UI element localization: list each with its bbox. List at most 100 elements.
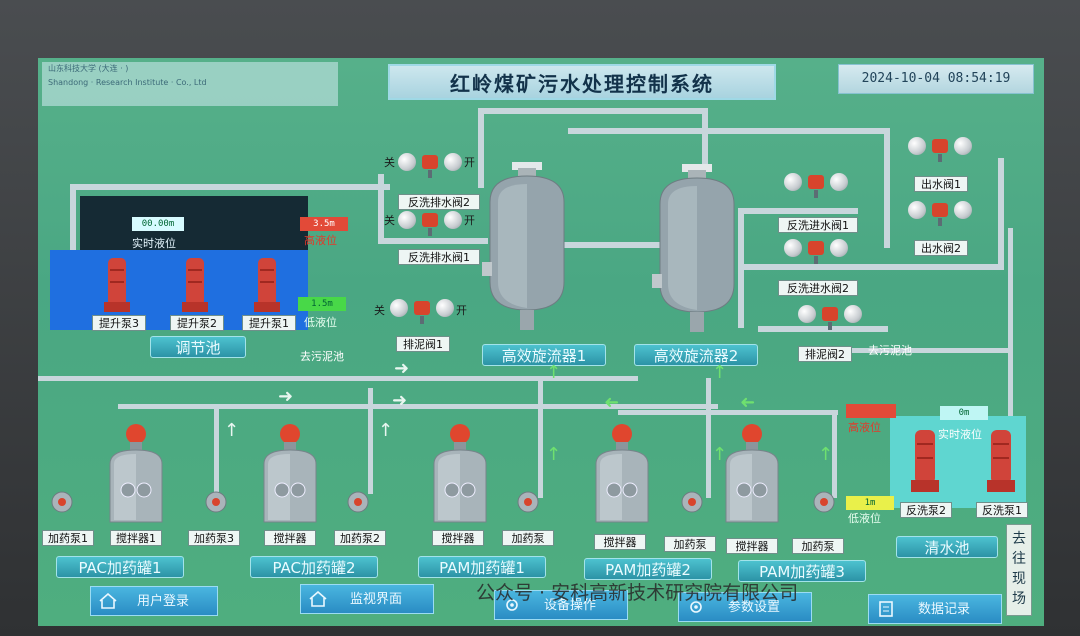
- page-title: 红岭煤矿污水处理控制系统: [388, 64, 776, 100]
- clear-pool-low-label: 低液位: [848, 512, 881, 525]
- monitor-view-button[interactable]: 监视界面: [300, 584, 434, 614]
- outlet-valve-2[interactable]: [908, 200, 972, 226]
- home-icon: [99, 593, 117, 609]
- flow-right-arrow-1: ➜: [394, 358, 410, 379]
- lift-pump-3-icon[interactable]: [100, 258, 134, 314]
- flow-up-arrow-6: ↑: [546, 362, 562, 383]
- gear-icon: [506, 599, 518, 611]
- flow-left-arrow-1: ➜: [604, 392, 620, 413]
- user-login-button[interactable]: 用户登录: [90, 586, 218, 616]
- pool-level-label: 实时液位: [132, 237, 176, 250]
- pam-tank-2-caption: PAM加药罐2: [584, 558, 712, 580]
- pam2-mixer-label: 搅拌器: [594, 534, 646, 550]
- clear-pool-level-label: 实时液位: [938, 428, 982, 441]
- outlet-valve-1-label: 出水阀1: [914, 176, 968, 192]
- pam-tank-3-icon: [725, 424, 779, 523]
- backwash-inlet-valve-1[interactable]: [784, 172, 848, 198]
- backwash-drain-valve-1-label: 反洗排水阀1: [398, 249, 480, 265]
- cyclone-1-caption: 高效旋流器1: [482, 344, 606, 366]
- flow-up-arrow-3: ↑: [546, 444, 562, 465]
- backwash-drain-valve-2[interactable]: [398, 152, 462, 178]
- hmi-screen: 山东科技大学 (大连 · ) Shandong · Research Insti…: [38, 58, 1044, 626]
- gear-icon: [690, 601, 702, 613]
- pac1-dosing-pump-label: 加药泵1: [42, 530, 94, 546]
- pam-tank-1-caption: PAM加药罐1: [418, 556, 546, 578]
- flow-left-arrow-2: ➜: [740, 392, 756, 413]
- pac2-dosing-pump-label: 加药泵2: [334, 530, 386, 546]
- backwash-pump-1-label: 反洗泵1: [976, 502, 1028, 518]
- to-sludge-pool-left: 去污泥池: [300, 350, 344, 363]
- company-line1: 山东科技大学 (大连 · ): [48, 64, 129, 73]
- pac-tank-2-caption: PAC加药罐2: [250, 556, 378, 578]
- backwash-inlet-valve-2[interactable]: [784, 238, 848, 264]
- pam1-mixer-label: 搅拌器: [432, 530, 484, 546]
- flow-up-arrow-1: ↑: [224, 420, 240, 441]
- pam-tank-2-icon: [595, 424, 649, 523]
- to-sludge-pool-right: 去污泥池: [868, 344, 912, 357]
- pam-dosing-pump-1-icon[interactable]: [514, 488, 544, 518]
- valve-bd1-open: 开: [464, 214, 475, 227]
- pool-upper-dark: [80, 196, 308, 250]
- flow-right-arrow-3: ➜: [392, 390, 408, 411]
- data-record-button[interactable]: 数据记录: [868, 594, 1002, 624]
- valve-s1-close: 关: [374, 304, 385, 317]
- lift-pump-1-icon[interactable]: [250, 258, 284, 314]
- valve-bd2-close: 关: [384, 156, 395, 169]
- cyclone-1-icon: [482, 162, 565, 330]
- lift-pump-3-label: 提升泵3: [92, 315, 146, 331]
- backwash-pump-2-label: 反洗泵2: [900, 502, 952, 518]
- clear-pool-high-value: [846, 404, 896, 418]
- pam-dosing-pump-2-icon[interactable]: [678, 488, 708, 518]
- pool-high-label: 高液位: [304, 234, 337, 247]
- dosing-pump-2-icon[interactable]: [344, 488, 374, 518]
- pac-tank-2-icon: [263, 424, 317, 523]
- backwash-inlet-valve-2-label: 反洗进水阀2: [778, 280, 858, 296]
- device-operation-button[interactable]: 设备操作: [494, 590, 628, 620]
- backwash-drain-valve-1[interactable]: [398, 210, 462, 236]
- pam-tank-3-caption: PAM加药罐3: [738, 560, 866, 582]
- lift-pump-1-label: 提升泵1: [242, 315, 296, 331]
- cyclone-2-caption: 高效旋流器2: [634, 344, 758, 366]
- flow-right-arrow-2: ➜: [278, 386, 294, 407]
- home-icon: [309, 591, 327, 607]
- dosing-pump-1-icon[interactable]: [48, 488, 78, 518]
- dosing-pump-3-icon[interactable]: [202, 488, 232, 518]
- company-banner: 山东科技大学 (大连 · ) Shandong · Research Insti…: [42, 62, 338, 106]
- backwash-pump-2-icon[interactable]: [908, 430, 942, 494]
- datetime-display: 2024-10-04 08:54:19: [838, 64, 1034, 94]
- device-operation-label: 设备操作: [543, 598, 596, 613]
- sludge-valve-2-label: 排泥阀2: [798, 346, 852, 362]
- flow-up-arrow-7: ↑: [712, 362, 728, 383]
- flow-up-arrow-2: ↑: [378, 420, 394, 441]
- pac1-dosing-pump3-label: 加药泵3: [188, 530, 240, 546]
- outlet-valve-1[interactable]: [908, 136, 972, 162]
- clear-pool-low-value: 1m: [846, 496, 894, 510]
- sludge-valve-1[interactable]: [390, 298, 454, 324]
- pac1-mixer-label: 搅拌器1: [110, 530, 162, 546]
- to-site-button[interactable]: 去往现场: [1006, 524, 1032, 616]
- document-icon: [879, 601, 893, 617]
- clear-pool-level-value: 0m: [940, 406, 988, 420]
- flow-up-arrow-4: ↑: [712, 444, 728, 465]
- regulating-pool-caption: 调节池: [150, 336, 246, 358]
- company-line2: Shandong · Research Institute · Co., Ltd: [48, 78, 207, 87]
- clear-pool-high-label: 高液位: [848, 421, 881, 434]
- lift-pump-2-icon[interactable]: [178, 258, 212, 314]
- backwash-drain-valve-2-label: 反洗排水阀2: [398, 194, 480, 210]
- lift-pump-2-label: 提升泵2: [170, 315, 224, 331]
- pool-low-label: 低液位: [304, 316, 337, 329]
- outlet-valve-2-label: 出水阀2: [914, 240, 968, 256]
- sludge-valve-2[interactable]: [798, 304, 862, 330]
- pam-dosing-pump-3-icon[interactable]: [810, 488, 840, 518]
- backwash-pump-1-icon[interactable]: [984, 430, 1018, 494]
- pac2-mixer-label: 搅拌器: [264, 530, 316, 546]
- sludge-valve-1-label: 排泥阀1: [396, 336, 450, 352]
- valve-s1-open: 开: [456, 304, 467, 317]
- data-record-label: 数据记录: [917, 602, 970, 617]
- valve-bd2-open: 开: [464, 156, 475, 169]
- pam3-mixer-label: 搅拌器: [726, 538, 778, 554]
- pam1-dosing-pump-label: 加药泵: [502, 530, 554, 546]
- parameter-settings-button[interactable]: 参数设置: [678, 592, 812, 622]
- backwash-inlet-valve-1-label: 反洗进水阀1: [778, 217, 858, 233]
- pac-tank-1-caption: PAC加药罐1: [56, 556, 184, 578]
